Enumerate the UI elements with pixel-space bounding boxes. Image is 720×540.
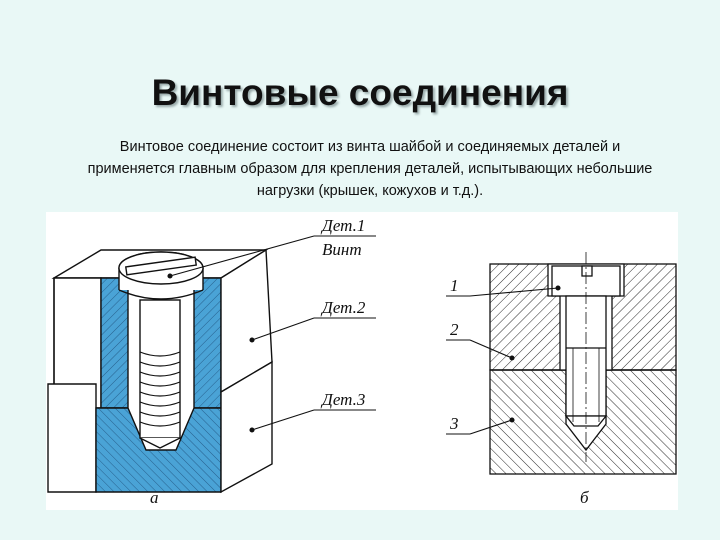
label-screw: Винт <box>322 240 362 259</box>
label-3: 3 <box>450 414 459 433</box>
right-section-view <box>489 252 677 475</box>
left-isometric-view <box>47 248 273 494</box>
label-1: 1 <box>450 276 459 295</box>
technical-drawing-panel: Дет.1 Винт Дет.2 Дет.3 а 1 2 3 б <box>46 212 678 510</box>
label-part2: Дет.2 <box>322 298 366 317</box>
slide-title: Винтовые соединения <box>151 72 569 113</box>
label-2: 2 <box>450 320 459 339</box>
caption-b: б <box>580 488 589 507</box>
right-leader-lines <box>446 285 561 435</box>
screw-joint-drawing <box>47 235 677 494</box>
slide-description: Винтовое соединение состоит из винта шай… <box>87 139 653 199</box>
label-part3: Дет.3 <box>322 390 366 409</box>
label-part1: Дет.1 <box>322 216 366 235</box>
left-leader-lines <box>167 235 376 433</box>
caption-a: а <box>150 488 159 507</box>
